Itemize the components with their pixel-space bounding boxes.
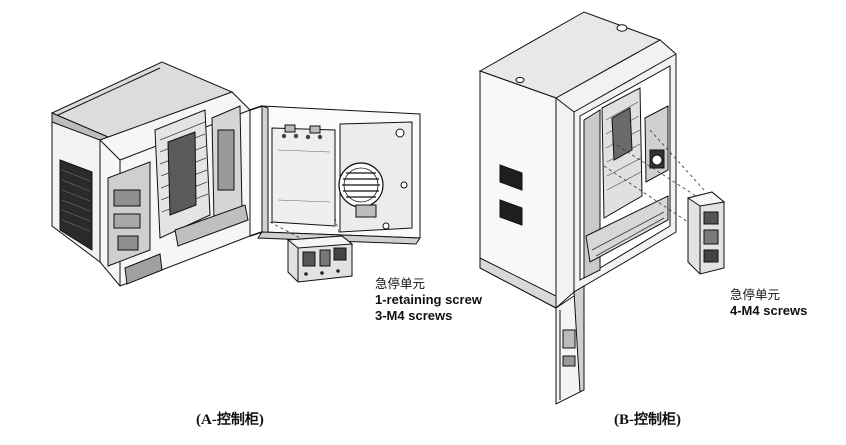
caption-a-prefix: (A-: [196, 412, 217, 428]
callout-a: 急停单元 1-retaining screw 3-M4 screws: [375, 276, 482, 324]
callout-b: 急停单元 4-M4 screws: [730, 287, 807, 319]
callout-a-title: 急停单元: [375, 276, 426, 291]
caption-b-text: 控制柜: [634, 412, 676, 428]
caption-a-text: 控制柜: [216, 412, 259, 428]
callout-b-title: 急停单元: [730, 287, 781, 302]
caption-a: (A-控制柜): [196, 409, 264, 429]
caption-b: (B-控制柜): [614, 409, 681, 429]
caption-b-suffix: ): [676, 412, 681, 428]
cabinet-a-drawing: [50, 61, 421, 287]
callout-a-line2: 3-M4 screws: [375, 308, 453, 323]
cabinet-b-drawing: [478, 11, 726, 405]
caption-a-suffix: ): [258, 412, 264, 428]
caption-b-prefix: (B-: [614, 412, 634, 428]
callout-a-line1: 1-retaining screw: [375, 292, 482, 307]
callout-b-line1: 4-M4 screws: [730, 303, 808, 318]
